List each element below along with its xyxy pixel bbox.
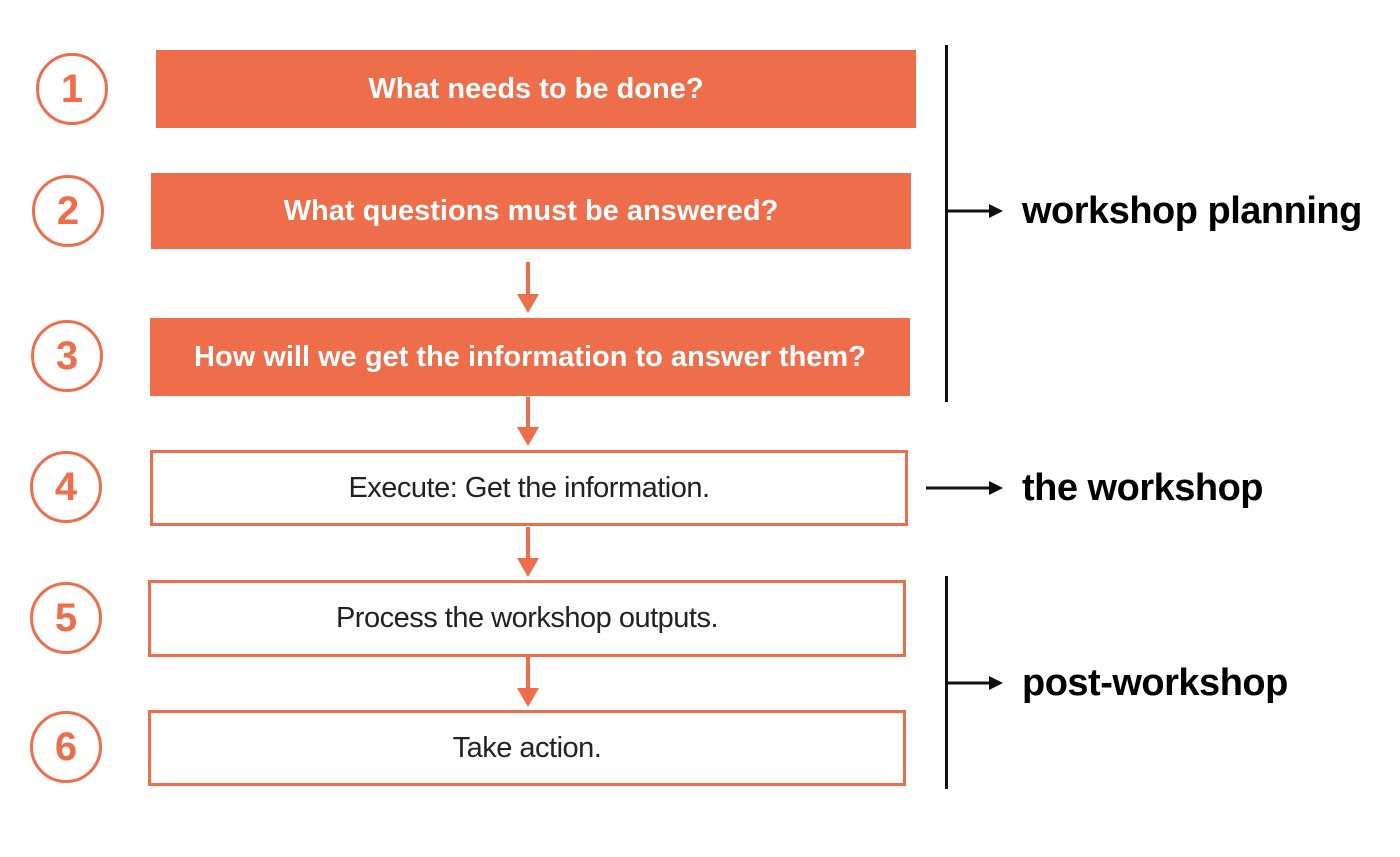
step-2-box: What questions must be answered?	[151, 173, 911, 249]
step-5-box: Process the workshop outputs.	[148, 580, 906, 657]
down-arrow-icon	[517, 397, 539, 446]
step-1-label: What needs to be done?	[368, 72, 704, 105]
right-arrow-icon	[946, 676, 1003, 690]
down-arrow-icon	[517, 657, 539, 707]
step-4-box: Execute: Get the information.	[150, 450, 908, 526]
step-3-box: How will we get the information to answe…	[150, 318, 910, 396]
down-arrow-icon	[517, 262, 539, 313]
phase-label-planning: workshop planning	[1022, 190, 1362, 232]
step-3-label: How will we get the information to answe…	[194, 340, 866, 373]
right-arrow-icon	[926, 481, 1003, 495]
step-5-label: Process the workshop outputs.	[335, 602, 719, 634]
planning-bracket	[945, 45, 948, 402]
step-1-number: 1	[36, 53, 108, 125]
down-arrow-icon	[517, 527, 539, 577]
step-4-label: Execute: Get the information.	[348, 471, 710, 504]
step-2-number: 2	[32, 175, 104, 247]
step-6-label: Take action.	[452, 731, 602, 764]
phase-label-workshop: the workshop	[1022, 467, 1264, 509]
step-6-box: Take action.	[148, 710, 906, 786]
step-2-label: What questions must be answered?	[283, 194, 779, 227]
step-6-number: 6	[30, 711, 102, 783]
step-3-number: 3	[31, 320, 103, 392]
step-5-number: 5	[30, 582, 102, 654]
right-arrow-icon	[946, 204, 1003, 218]
phase-label-post-workshop: post-workshop	[1022, 662, 1288, 704]
step-4-number: 4	[30, 451, 102, 523]
step-1-box: What needs to be done?	[156, 50, 916, 128]
